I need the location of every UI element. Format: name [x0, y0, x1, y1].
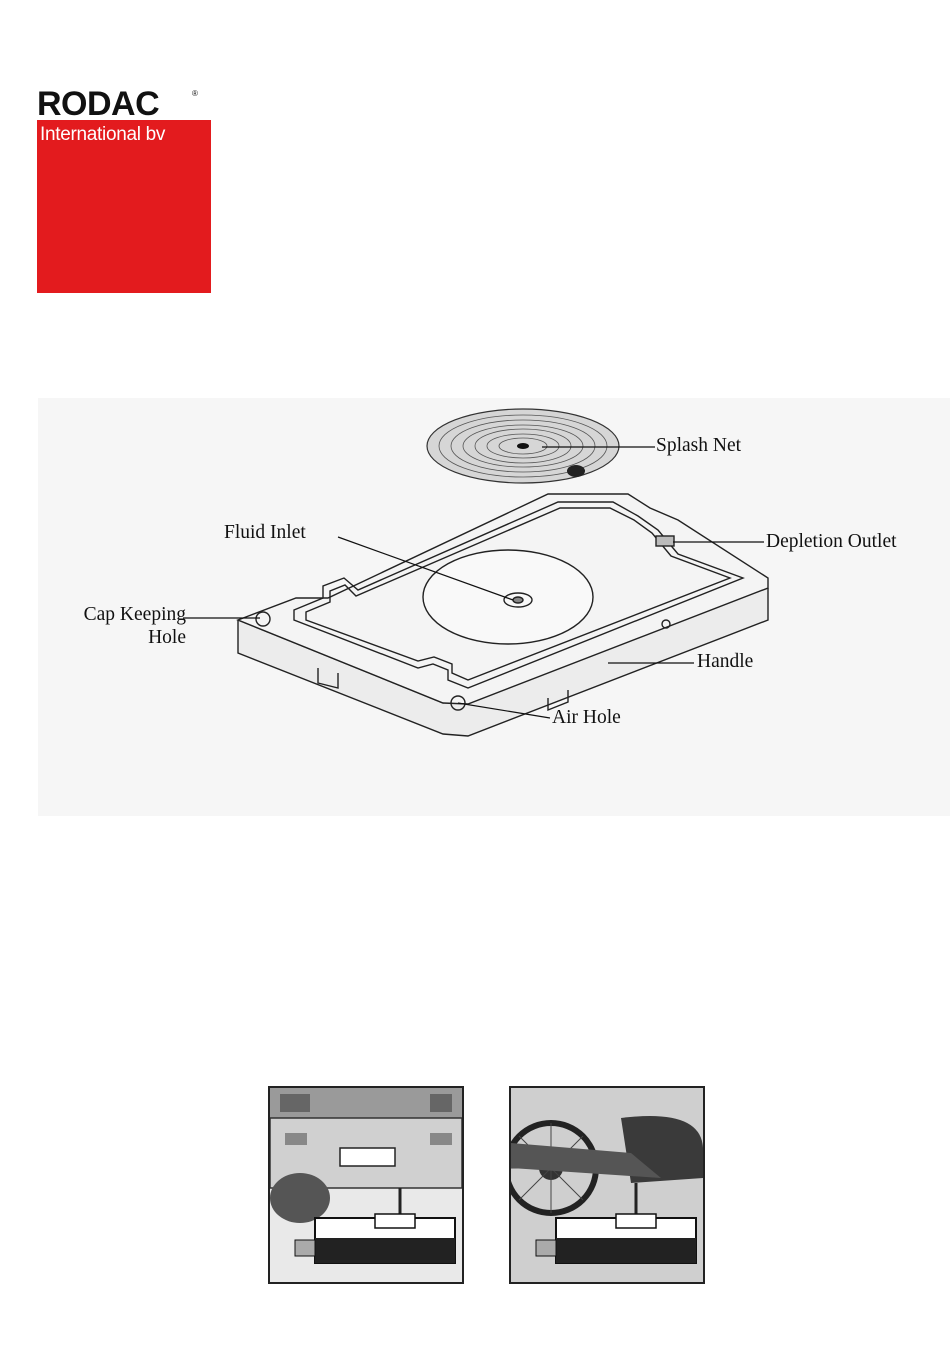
motorcycle-drain-drawing — [511, 1088, 703, 1282]
label-depletion-outlet: Depletion Outlet — [766, 531, 897, 553]
splash-net-drawing — [427, 409, 619, 483]
car-drain-illustration — [268, 1086, 464, 1284]
pan-body-drawing — [238, 494, 768, 736]
logo-registered-mark: ® — [192, 89, 198, 98]
logo-brand-text: RODAC — [37, 87, 159, 121]
label-cap-keeping-hole-line1: Cap Keeping — [44, 604, 186, 626]
logo-subtitle: International bv — [40, 124, 165, 146]
label-handle: Handle — [697, 651, 753, 673]
label-splash-net: Splash Net — [656, 435, 741, 457]
car-drain-drawing — [270, 1088, 462, 1282]
label-cap-keeping-hole-line2: Hole — [44, 627, 186, 649]
logo-red-box: International bv — [37, 120, 211, 293]
rodac-logo: RODAC ® International bv — [37, 87, 211, 293]
drain-pan-diagram: Splash Net Fluid Inlet Depletion Outlet … — [38, 398, 950, 816]
logo-wordmark-area: RODAC ® — [37, 87, 211, 120]
label-air-hole: Air Hole — [552, 707, 621, 729]
label-fluid-inlet: Fluid Inlet — [224, 522, 306, 544]
motorcycle-drain-illustration — [509, 1086, 705, 1284]
